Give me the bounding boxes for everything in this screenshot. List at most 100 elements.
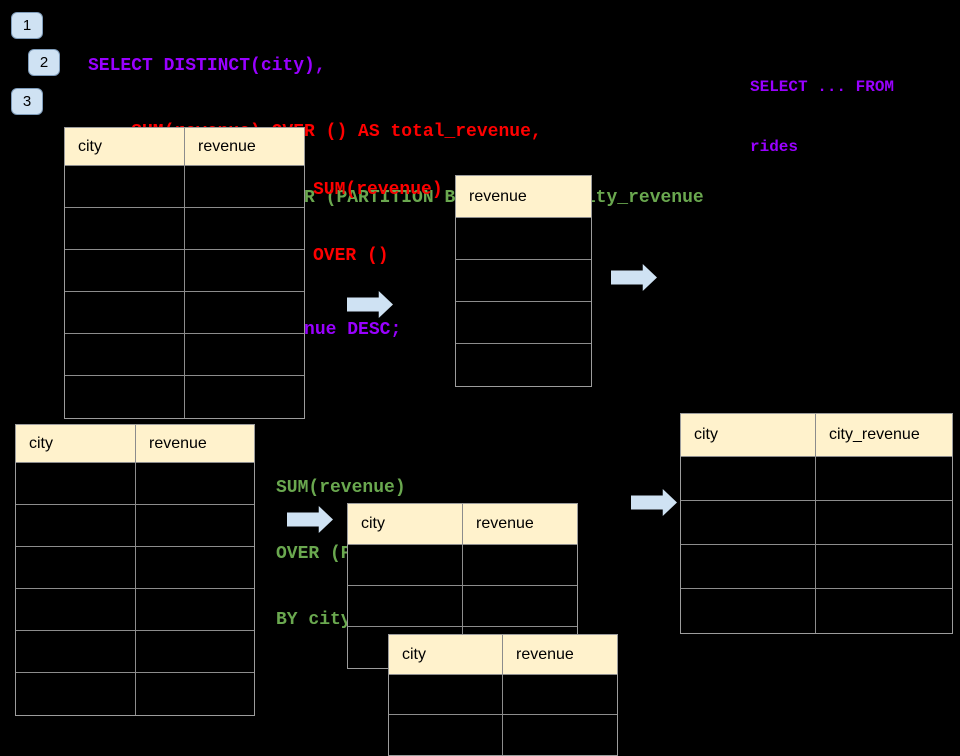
table-cell [185, 334, 304, 376]
table-cell [16, 463, 136, 505]
table-row [65, 334, 304, 376]
table-cell [65, 334, 185, 376]
table-cell [65, 292, 185, 334]
column-header: city [65, 128, 185, 166]
table-row [16, 631, 254, 673]
column-header: city [681, 414, 816, 457]
table-cell [136, 589, 254, 631]
column-header: revenue [503, 635, 617, 675]
table-cell [65, 166, 185, 208]
table-cell [185, 208, 304, 250]
table-cell [456, 344, 591, 386]
table-row [65, 250, 304, 292]
annotation-total-line1: SUM(revenue) [313, 180, 443, 200]
table-header-row: revenue [456, 176, 591, 218]
table-cell [816, 545, 952, 589]
table-cell [185, 376, 304, 418]
table-cell [16, 673, 136, 715]
table-cell [816, 457, 952, 501]
step-badge-2: 2 [28, 49, 60, 76]
table-row [681, 501, 952, 545]
step-badge-1: 1 [11, 12, 43, 39]
column-header: revenue [136, 425, 254, 463]
annotation-total-revenue: SUM(revenue) OVER () [313, 135, 443, 289]
table-cell [456, 302, 591, 344]
table-cell [136, 631, 254, 673]
annotation-total-line2: OVER () [313, 246, 389, 266]
table-cell [16, 547, 136, 589]
annotation-partition-line1: SUM(revenue) [276, 478, 406, 498]
table-row [456, 344, 591, 386]
table-row [348, 586, 577, 627]
table-cell [503, 675, 617, 715]
table-cell [503, 715, 617, 755]
table-row [16, 547, 254, 589]
sql-line-select: SELECT DISTINCT(city), [88, 56, 326, 76]
table-row [389, 675, 617, 715]
flow-arrow-to-city-revenue [631, 489, 677, 516]
table-cell [389, 675, 503, 715]
step-badge-3: 3 [11, 88, 43, 115]
table-cell [16, 505, 136, 547]
table-cell [681, 545, 816, 589]
column-header: city [389, 635, 503, 675]
table-cell [65, 376, 185, 418]
table-row [681, 457, 952, 501]
table-cell [456, 218, 591, 260]
table-row [681, 545, 952, 589]
table-row [681, 589, 952, 633]
table-total-revenue-result: revenue [455, 175, 592, 387]
table-row [456, 260, 591, 302]
column-header: revenue [185, 128, 304, 166]
table-cell [16, 631, 136, 673]
table-row [16, 463, 254, 505]
table-row [16, 589, 254, 631]
table-cell [65, 208, 185, 250]
table-cell [136, 463, 254, 505]
table-row [65, 292, 304, 334]
side-code-line1: SELECT ... FROM [750, 78, 895, 96]
table-cell [681, 589, 816, 633]
table-cell [681, 501, 816, 545]
table-cell [16, 589, 136, 631]
table-cell [348, 586, 463, 627]
table-cell [456, 260, 591, 302]
side-code-block: SELECT ... FROM rides [750, 37, 894, 177]
column-header: revenue [463, 504, 577, 545]
table-row [348, 545, 577, 586]
table-cell [136, 547, 254, 589]
table-row [65, 376, 304, 418]
table-row [16, 505, 254, 547]
table-cell [136, 673, 254, 715]
column-header: revenue [456, 176, 591, 218]
table-row [456, 302, 591, 344]
side-code-line2: rides [750, 138, 799, 156]
column-header: city [348, 504, 463, 545]
table-row [65, 166, 304, 208]
table-cell [185, 166, 304, 208]
table-row [456, 218, 591, 260]
table-row [65, 208, 304, 250]
column-header: city_revenue [816, 414, 952, 457]
table-cell [816, 589, 952, 633]
table-row [389, 715, 617, 755]
table-cell [185, 250, 304, 292]
table-cell [463, 545, 577, 586]
column-header: city [16, 425, 136, 463]
table-cell [348, 545, 463, 586]
table-row [16, 673, 254, 715]
table-cell [463, 586, 577, 627]
table-cell [389, 715, 503, 755]
table-cell [681, 457, 816, 501]
table-cell [816, 501, 952, 545]
table-cell [136, 505, 254, 547]
